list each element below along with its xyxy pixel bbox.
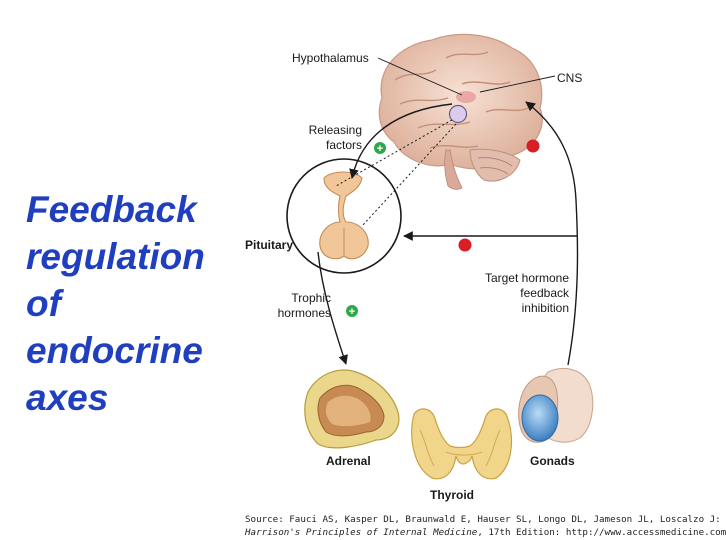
stimulate-sign: +	[346, 305, 358, 318]
inhibit-sign	[458, 238, 472, 252]
cns-pointer	[479, 75, 556, 93]
pituitary-illustration	[319, 171, 369, 260]
title-line: of	[26, 283, 61, 324]
book-title: Harrison's Principles of Internal Medici…	[245, 527, 478, 538]
releasing-factors-label: Releasing	[309, 123, 362, 137]
hypothalamus-label: Hypothalamus	[292, 51, 369, 65]
portal-dotted-line	[361, 123, 457, 227]
thyroid-label: Thyroid	[430, 488, 474, 502]
title-line: axes	[26, 377, 109, 418]
source-line: Source: Fauci AS, Kasper DL, Braunwald E…	[245, 514, 721, 525]
title-line: endocrine	[26, 330, 203, 371]
title-line: regulation	[26, 236, 205, 277]
title-line: Feedback	[26, 189, 197, 230]
feedback-arrow-to-brain	[525, 101, 579, 366]
source-line: Harrison's Principles of Internal Medici…	[245, 526, 726, 539]
target-hormone-feedback-label: Target hormone	[485, 271, 569, 285]
brain-illustration	[378, 33, 543, 190]
svg-text:+: +	[349, 306, 355, 318]
hypothalamus-pointer	[377, 57, 463, 96]
releasing-factors-label: factors	[326, 138, 362, 152]
trophic-hormones-label: hormones	[278, 306, 331, 320]
target-hormone-feedback-label: feedback	[520, 286, 570, 300]
thyroid-illustration	[411, 408, 513, 480]
gonads-label: Gonads	[530, 454, 575, 468]
trophic-arrow	[317, 251, 348, 365]
svg-text:+: +	[377, 143, 383, 155]
releasing-arrow	[349, 103, 453, 179]
inhibit-sign	[526, 139, 540, 153]
cns-label: CNS	[557, 71, 582, 85]
stimulate-sign: +	[374, 142, 386, 155]
source-citation: Source: Fauci AS, Kasper DL, Braunwald E…	[245, 513, 726, 539]
gonads-illustration	[518, 368, 594, 443]
target-hormone-feedback-label: inhibition	[522, 301, 569, 315]
trophic-hormones-label: Trophic	[291, 291, 331, 305]
slide-title: Feedback regulation of endocrine axes	[26, 186, 246, 421]
pituitary-label: Pituitary	[245, 238, 293, 252]
adrenal-label: Adrenal	[326, 454, 371, 468]
edition-url: , 17th Edition: http://www.accessmedicin…	[477, 527, 726, 538]
adrenal-illustration	[304, 369, 400, 449]
